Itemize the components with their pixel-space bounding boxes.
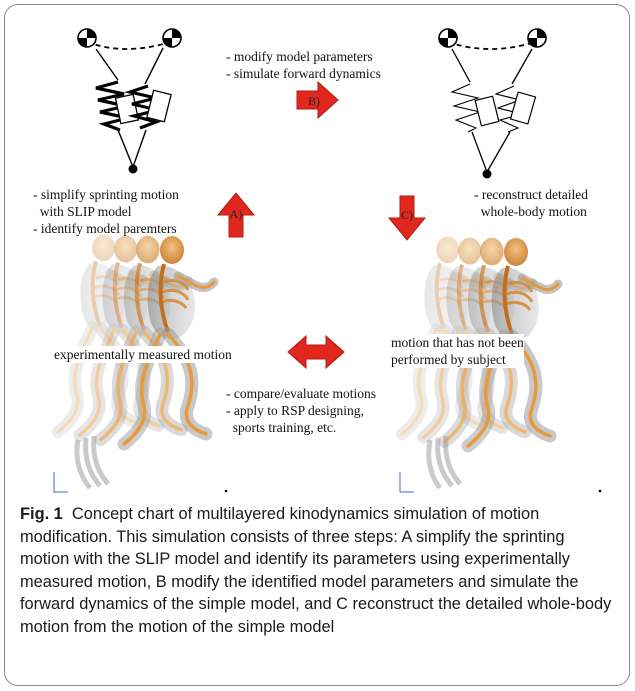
arrow-b-icon: B) (297, 82, 338, 118)
arrow-c-label: C) (401, 208, 413, 222)
step-a-line: with SLIP model (33, 203, 179, 220)
right-motion-line: motion that has not been (391, 334, 524, 351)
step-a-line: - identify model paremters (33, 220, 179, 237)
arrow-a-icon: A) (218, 193, 254, 237)
step-c-text: - reconstruct detailed whole-body motion (474, 186, 588, 220)
step-a-line: - simplify sprinting motion (33, 186, 179, 203)
step-b-line: - simulate forward dynamics (226, 65, 381, 82)
arrow-a-label: A) (230, 207, 243, 221)
double-arrow-icon (288, 336, 344, 368)
arrow-c-icon: C) (389, 196, 425, 240)
right-motion-label: motion that has not been performed by su… (391, 334, 524, 368)
step-c-line: whole-body motion (474, 203, 588, 220)
step-a-text: - simplify sprinting motion with SLIP mo… (33, 186, 179, 237)
right-motion-line: performed by subject (391, 351, 524, 368)
compare-text: - compare/evaluate motions - apply to RS… (226, 385, 376, 436)
step-b-text: - modify model parameters - simulate for… (226, 48, 381, 82)
slip-mass-right-icon (163, 29, 181, 47)
compare-line: - apply to RSP designing, (226, 402, 376, 419)
figure-label: Fig. 1 (20, 505, 63, 523)
slip-mass-left-icon (439, 29, 457, 47)
measured-motion-figure (54, 235, 227, 493)
step-b-line: - modify model parameters (226, 48, 381, 65)
compare-line: - compare/evaluate motions (226, 385, 376, 402)
compare-line: sports training, etc. (226, 419, 376, 436)
slip-model-left (78, 29, 181, 174)
step-c-line: - reconstruct detailed (474, 186, 588, 203)
slip-model-right (439, 29, 546, 179)
left-motion-label: experimentally measured motion (54, 346, 232, 363)
arrow-b-label: B) (308, 94, 320, 108)
caption-text: Concept chart of multilayered kinodynami… (20, 505, 611, 636)
slip-mass-left-icon (78, 29, 96, 47)
figure-caption: Fig. 1 Concept chart of multilayered kin… (20, 503, 616, 638)
slip-mass-right-icon (528, 29, 546, 47)
